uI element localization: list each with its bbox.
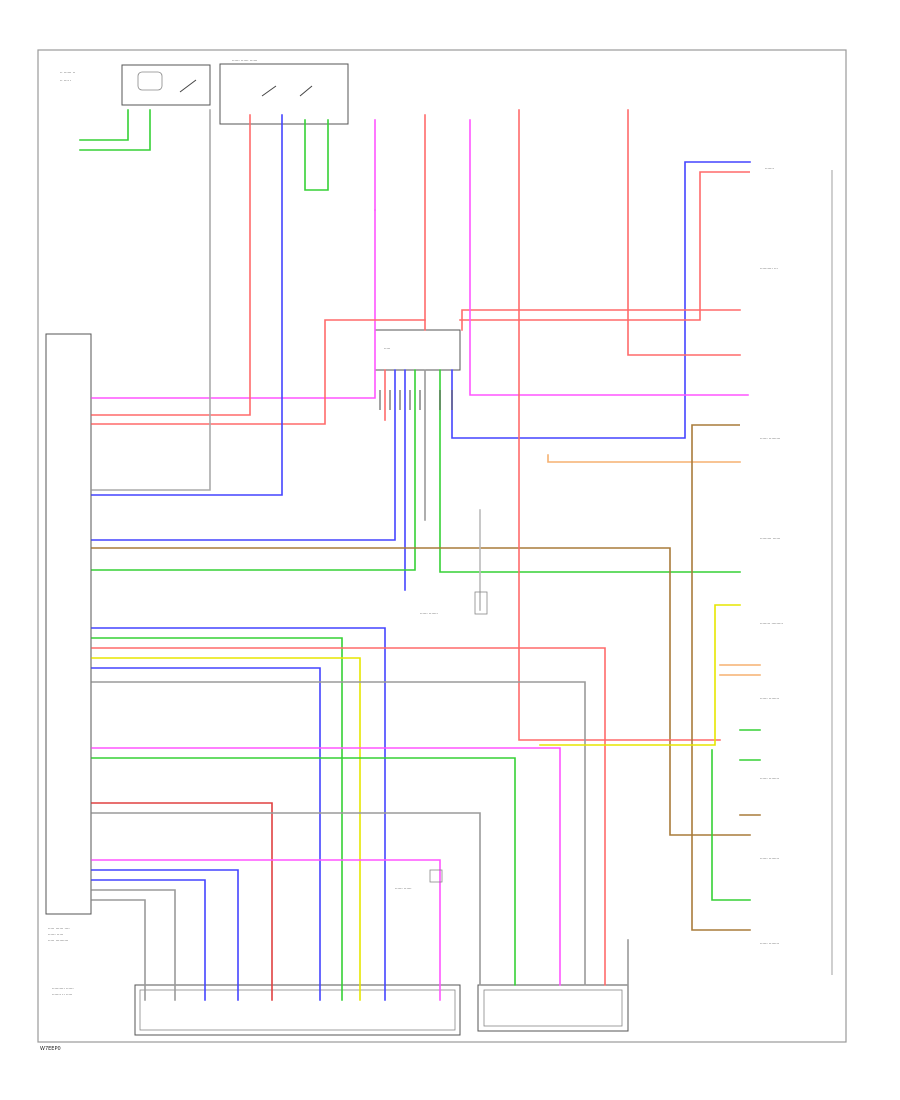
- wire-brown-main: [91, 547, 751, 836]
- wire-blue-bottom-2: [91, 879, 206, 1001]
- wire-blue-lower-1: [91, 627, 386, 1001]
- wire-red-right-vertical-2: [518, 109, 721, 741]
- wire-gray-bottom-1: [91, 889, 176, 1001]
- wire-brown-right: [691, 424, 751, 931]
- connector-pins: [379, 390, 453, 410]
- wire-red-right-top: [459, 171, 750, 321]
- footer-code: W7EEP0: [40, 1046, 61, 1052]
- svg-text:········· ······: ········· ······: [760, 536, 780, 541]
- wire-orange-right: [547, 454, 741, 463]
- lower-center-sensor: ······ ······: [395, 869, 443, 891]
- svg-text:·······: ·······: [765, 166, 774, 171]
- wire-green-center-right: [439, 369, 741, 573]
- wire-red-ecu-top: [91, 114, 251, 416]
- wire-green-center-down: [91, 369, 416, 571]
- center-control-module: ·····: [374, 329, 461, 371]
- wire-blue-bottom-1: [91, 869, 239, 1001]
- svg-text:······ ········: ······ ········: [760, 856, 779, 861]
- top-left-switch-module: ·· ······ ·· ·· ···· ·: [60, 64, 211, 106]
- wire-gray-lower-2: [91, 812, 481, 986]
- svg-text:······ ······ ······: ······ ······ ······: [232, 58, 257, 63]
- svg-text:·····: ·····: [384, 346, 390, 351]
- svg-text:······ ·······: ······ ·······: [420, 611, 438, 616]
- svg-text:······ ······: ······ ······: [395, 886, 412, 891]
- wire-pink-mid: [91, 747, 561, 986]
- top-center-switch-module: ······ ······ ······: [219, 58, 349, 125]
- svg-text:·· ···· ·: ·· ···· ·: [60, 78, 71, 83]
- svg-text:······ ········: ······ ········: [760, 776, 779, 781]
- wire-pink-main: [91, 209, 376, 399]
- wire-pink-right: [469, 119, 749, 396]
- svg-text:······· ·· ·····: ······· ·· ·····: [52, 992, 72, 997]
- svg-text:······ ········: ······ ········: [760, 941, 779, 946]
- wire-pink-bottom: [91, 859, 441, 1001]
- center-sensor: ······ ·······: [420, 591, 488, 616]
- wire-green-mid: [91, 757, 516, 986]
- bottom-left-switch-block: ·········· ······ ······· ·· ·····: [52, 984, 461, 1036]
- svg-text:·· ······ ··: ·· ······ ··: [60, 70, 75, 75]
- left-main-ecu: ····· ······ ···· ······ ····· ····· ···…: [45, 333, 92, 943]
- wire-yellow-lower-1: [91, 657, 361, 1001]
- wire-blue-center-right: [451, 161, 751, 439]
- wire-blue-lower-2: [91, 667, 321, 1001]
- svg-text:····· ······ ····: ····· ······ ····: [48, 926, 70, 931]
- wire-green-switch: [304, 119, 329, 191]
- wire-blue-left: [91, 114, 283, 496]
- svg-text:······ ·········: ······ ·········: [760, 436, 780, 441]
- svg-text:·········· ···: ·········· ···: [760, 266, 778, 271]
- wire-blue-center-down: [91, 369, 396, 541]
- wire-gray-bottom-2: [91, 899, 146, 1001]
- svg-text:········ ·········: ········ ·········: [760, 621, 783, 626]
- svg-text:······ ········: ······ ········: [760, 696, 779, 701]
- svg-text:·········· ······: ·········· ······: [52, 986, 74, 991]
- wire-red-right-2: [461, 309, 741, 331]
- wire-green-right-2: [711, 749, 751, 901]
- svg-text:····· ··········: ····· ··········: [48, 938, 68, 943]
- wire-red-right-vertical: [627, 109, 741, 356]
- wire-red-center: [91, 319, 426, 425]
- wire-green-lower-1: [91, 637, 343, 1001]
- wire-gray-lower-1: [91, 681, 586, 986]
- wire-red-lower-1: [91, 647, 606, 986]
- svg-text:······ ·····: ······ ·····: [48, 932, 63, 937]
- bottom-right-switch-block: [477, 984, 629, 1032]
- diagram-border: [37, 49, 847, 1043]
- wire-red-lower-2: [91, 802, 273, 1001]
- wire-green-top-left-2: [79, 109, 151, 151]
- wire-yellow-right: [539, 604, 741, 746]
- wire-gray-top: [91, 109, 211, 491]
- wire-green-top-left: [79, 109, 129, 141]
- right-side-components: ······· ·········· ··· ······ ········· …: [760, 166, 833, 975]
